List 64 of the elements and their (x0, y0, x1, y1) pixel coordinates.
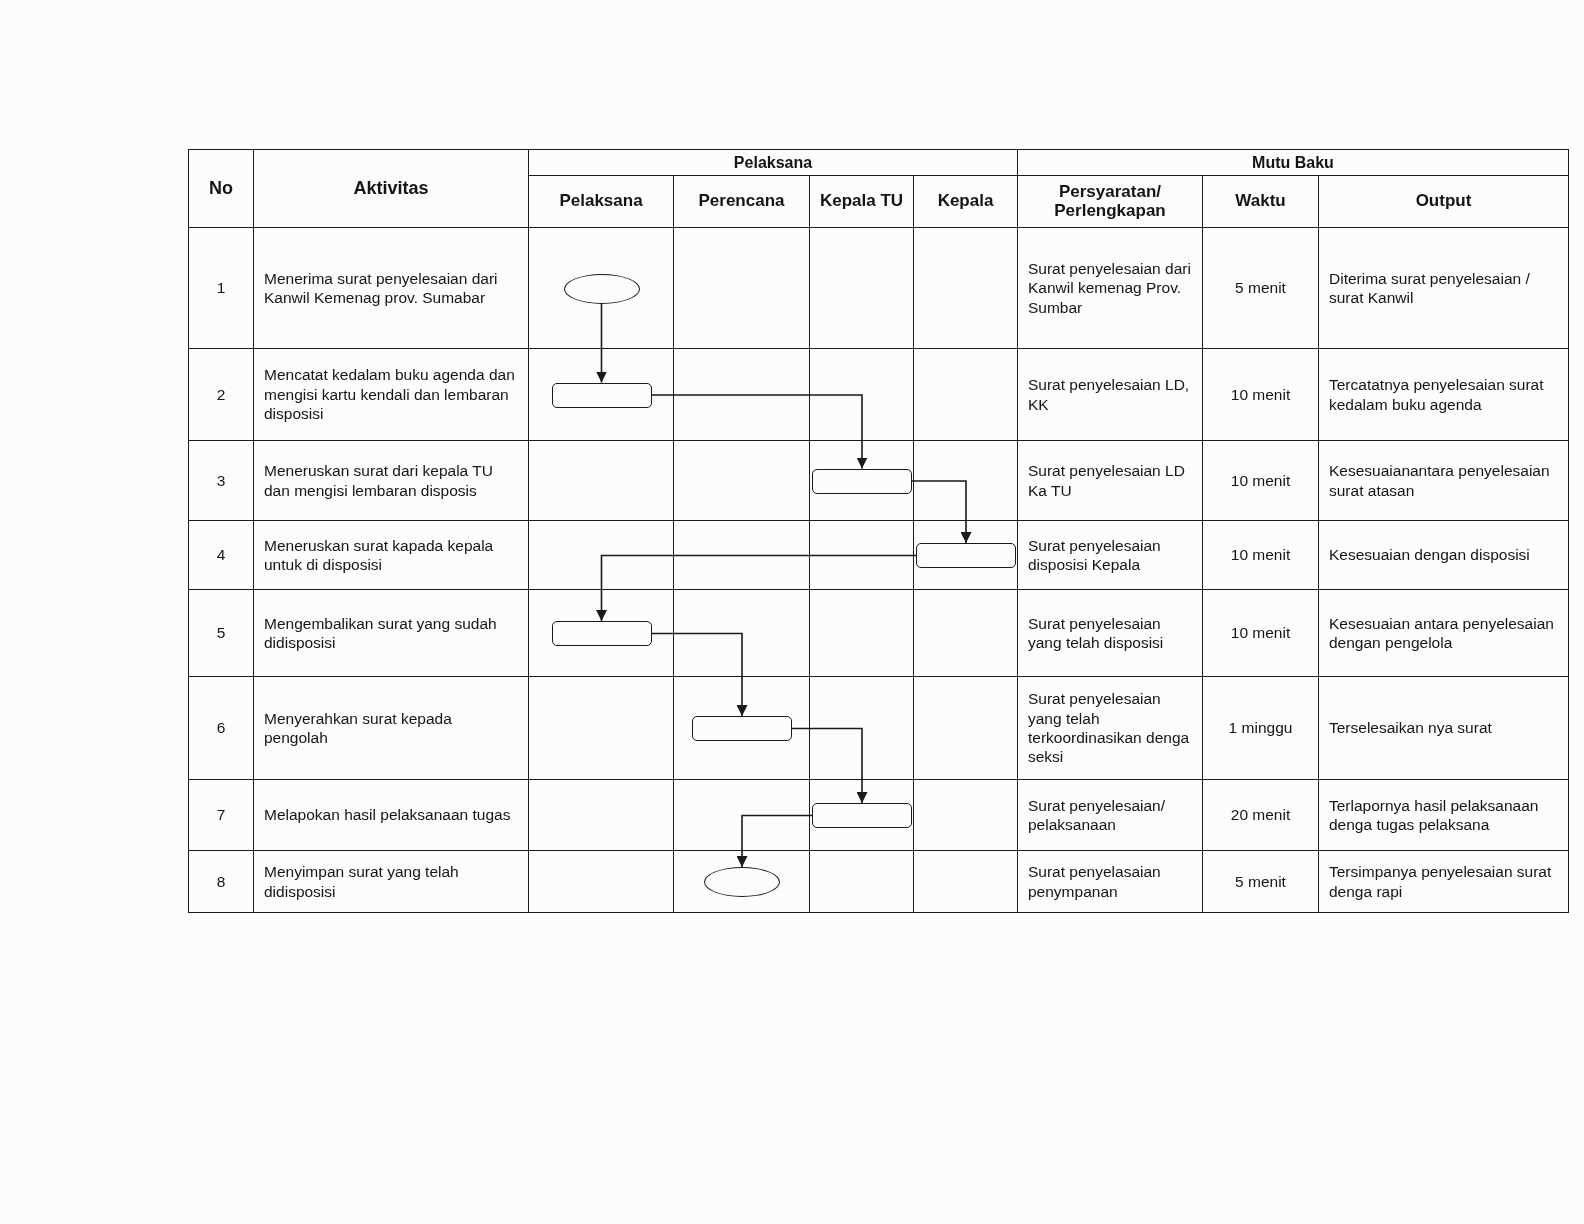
process-box (551, 621, 652, 646)
duration-text: 20 menit (1230, 805, 1291, 825)
row-number: 5 (216, 623, 226, 643)
duration-text: 10 menit (1230, 623, 1291, 643)
duration-text: 10 menit (1230, 470, 1291, 491)
row-number: 6 (216, 718, 226, 738)
column-header: Kepala (937, 192, 994, 211)
activity-text: Mencatat kedalam buku agenda dan mengisi kartu kendali dan lembaran disposisi (264, 365, 516, 424)
column-header: Aktivitas (353, 178, 429, 199)
duration-text: 5 menit (1235, 278, 1286, 298)
requirement-text: Surat penyelesaian LD, KK (1028, 375, 1191, 414)
process-box (916, 543, 1016, 568)
output-text: Kesesuaian antara penyelesaian dengan pengelola (1329, 613, 1555, 653)
column-header: Persyaratan/ Perlengkapan (1053, 182, 1167, 221)
row-number: 8 (216, 871, 226, 892)
column-header: No (209, 178, 233, 199)
group-header: Mutu Baku (1252, 153, 1334, 172)
column-header: Kepala TU (819, 192, 904, 211)
activity-text: Meneruskan surat kapada kepala untuk di disposisi (264, 535, 495, 575)
row-number: 1 (216, 278, 226, 298)
activity-text: Menyerahkan surat kepada pengolah (264, 708, 453, 748)
duration-text: 10 menit (1230, 545, 1291, 565)
requirement-text: Surat penyelesaian dari Kanwil kemenag Prov. Sumbar (1028, 258, 1192, 318)
requirement-text: Surat penyelasaian penympanan (1028, 862, 1162, 901)
requirement-text: Surat penyelesaian/ pelaksanaan (1028, 795, 1166, 835)
process-box (692, 716, 792, 741)
row-number: 7 (216, 805, 226, 825)
arrow (911, 480, 972, 544)
activity-text: Mengembalikan surat yang sudah didisposisi (264, 613, 498, 653)
duration-text: 1 minggu (1228, 718, 1293, 738)
requirement-text: Surat penyelesaian yang telah disposisi (1028, 613, 1165, 653)
arrow (650, 632, 748, 717)
arrow (650, 394, 868, 470)
row-number: 4 (216, 545, 226, 565)
column-header: Waktu (1235, 192, 1286, 211)
column-header: Perencana (698, 192, 785, 211)
arrow (736, 814, 813, 868)
output-text: Diterima surat penyelesaian / surat Kanwil (1329, 268, 1531, 308)
process-box (812, 468, 912, 494)
output-text: Tercatatnya penyelesaian surat kedalam buku agenda (1329, 375, 1545, 414)
arrow (596, 554, 917, 622)
process-box (812, 803, 912, 828)
duration-text: 5 menit (1235, 871, 1286, 892)
column-header: Pelaksana (559, 192, 643, 211)
row-number: 2 (216, 384, 226, 405)
arrow (791, 727, 868, 804)
duration-text: 10 menit (1230, 384, 1291, 405)
activity-text: Meneruskan surat dari kepala TU dan mengisi lembaran disposis (264, 461, 494, 500)
activity-text: Melapokan hasil pelaksanaan tugas (264, 805, 511, 825)
column-header: Output (1415, 192, 1472, 211)
arrow (596, 302, 607, 384)
activity-text: Menerima surat penyelesaian dari Kanwil Kemenag prov. Sumabar (264, 268, 499, 308)
requirement-text: Surat penyelesaian LD Ka TU (1028, 461, 1186, 500)
row-number: 3 (216, 470, 226, 491)
output-text: Kesesuaian dengan disposisi (1329, 545, 1530, 565)
requirement-text: Surat penyelesaian disposisi Kepala (1028, 535, 1162, 575)
output-text: Tersimpanya penyelesaian surat denga rapi (1329, 862, 1553, 901)
group-header: Pelaksana (733, 153, 813, 172)
activity-text: Menyimpan surat yang telah didisposisi (264, 862, 460, 901)
output-text: Kesesuaianantara penyelesaian surat atasan (1329, 461, 1551, 500)
process-box (551, 382, 652, 408)
output-text: Terselesaikan nya surat (1329, 718, 1492, 738)
requirement-text: Surat penyelesaian yang telah terkoordinasikan denga seksi (1028, 689, 1191, 767)
output-text: Terlapornya hasil pelaksanaan denga tugas pelaksana (1329, 795, 1540, 835)
